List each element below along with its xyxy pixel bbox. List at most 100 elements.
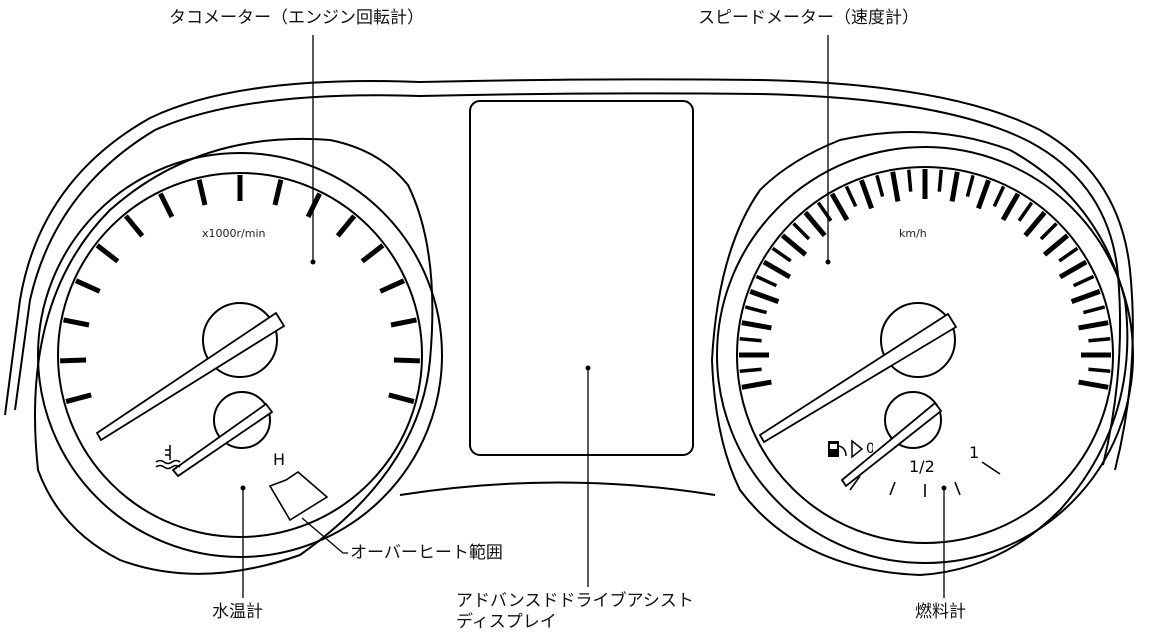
tach-tick-1: [60, 357, 87, 364]
speedo-tick-32: [1058, 259, 1088, 280]
tach-tick-6: [158, 192, 175, 219]
tach-bezel: [37, 152, 443, 558]
tach-tick-7: [196, 179, 208, 206]
fuel-door-side-arrow-icon: [851, 439, 864, 459]
speedo-tick-37: [1088, 337, 1111, 343]
coolant-temperature-icon: [155, 445, 181, 470]
cluster-lower-arch: [399, 481, 716, 496]
speedo-tick-31: [1058, 246, 1079, 263]
speedo-tick-3: [739, 337, 762, 343]
fuel-needle-hub: [884, 391, 942, 449]
speedo-tick-1: [739, 367, 762, 373]
speedo-tick-16: [859, 179, 874, 210]
tach-tick-11: [335, 214, 357, 238]
tach-needle: [95, 311, 286, 442]
cluster-housing-inner: [14, 92, 1122, 466]
speedo-tick-15: [844, 185, 858, 208]
tach-tick-0: [65, 392, 92, 405]
tach-tick-14: [390, 317, 417, 328]
speedo-tick-19: [907, 169, 913, 192]
label-water-temp-gauge: 水温計: [212, 602, 263, 622]
fuel-full-mark: 1: [969, 443, 980, 462]
speed-unit-label: km/h: [899, 227, 927, 240]
label-display-line1: アドバンスドドライブアシスト: [456, 591, 694, 611]
dot-water-temp: [240, 485, 246, 491]
speedo-tick-marks: [739, 169, 1111, 390]
advanced-drive-assist-display-frame: [469, 100, 694, 456]
fuel-empty-mark-partial: 0: [866, 441, 873, 457]
speedo-tick-7: [755, 274, 778, 288]
speedo-tick-13: [816, 201, 833, 222]
speedo-tick-4: [741, 320, 772, 331]
speedo-bezel: [716, 146, 1134, 564]
temp-hot-mark: H: [273, 450, 286, 469]
speedo-tick-21: [937, 169, 943, 192]
speedo-tick-0: [741, 379, 772, 390]
label-fuel-gauge: 燃料計: [915, 602, 966, 622]
speedo-tick-40: [1078, 379, 1109, 390]
speedo-tick-11: [792, 222, 811, 241]
fuel-needle: [840, 401, 943, 488]
speedo-tick-36: [1078, 320, 1109, 331]
dot-display: [585, 365, 591, 371]
speedo-bezel-outer: [710, 131, 1129, 577]
speedo-tick-8: [762, 259, 792, 280]
label-overheat-range: オーバーヒート範囲: [350, 543, 503, 563]
speedo-tick-5: [744, 305, 768, 315]
speedo-tick-27: [1017, 201, 1034, 222]
speedo-tick-25: [992, 185, 1006, 208]
speedo-tick-39: [1088, 367, 1111, 373]
temp-needle: [171, 402, 274, 478]
speedo-tick-24: [976, 179, 991, 210]
temp-needle-hub: [213, 391, 271, 449]
dot-fuel: [941, 485, 947, 491]
tach-tick-12: [360, 243, 385, 264]
speedo-tick-35: [1082, 305, 1106, 315]
tach-tick-15: [393, 357, 420, 364]
tach-needle-hub: [202, 302, 278, 378]
tach-tick-9: [272, 179, 284, 206]
tach-tick-2: [63, 317, 90, 328]
speedo-needle-hub: [880, 302, 956, 378]
fuel-half-mark: 1/2: [909, 457, 935, 476]
speedo-tick-33: [1072, 274, 1095, 288]
dot-tachometer: [310, 259, 316, 265]
speedo-face: [736, 166, 1114, 544]
speedo-tick-30: [1042, 233, 1070, 257]
fuel-scale: [849, 461, 1001, 497]
speedo-tick-23: [965, 174, 975, 198]
speedo-tick-34: [1070, 289, 1101, 304]
leader-lines: [242, 35, 945, 598]
tach-tick-4: [95, 243, 120, 264]
fuel-pump-icon: [828, 441, 847, 457]
speedo-tick-6: [749, 289, 780, 304]
tach-tick-5: [123, 214, 145, 238]
speedo-tick-17: [875, 174, 885, 198]
tach-tick-16: [388, 392, 415, 405]
tach-tick-marks: [60, 175, 420, 405]
speedo-needle: [758, 312, 958, 444]
tach-tick-10: [305, 192, 322, 219]
tach-unit-label: x1000r/min: [202, 227, 266, 240]
label-display-line2: ディスプレイ: [456, 612, 557, 632]
cluster-housing-outer: [4, 78, 1134, 471]
dot-speedometer: [825, 259, 831, 265]
tach-bezel-outer: [34, 137, 434, 575]
speedo-tick-10: [780, 233, 808, 257]
speedo-tick-9: [771, 246, 792, 263]
speedo-tick-26: [1000, 192, 1021, 222]
temp-overheat-zone: [268, 470, 329, 522]
tach-face: [57, 172, 423, 538]
leader-overheat: [301, 517, 348, 554]
speedo-tick-22: [949, 171, 960, 202]
speedo-tick-28: [1023, 210, 1047, 238]
speedo-tick-14: [829, 192, 850, 222]
label-tachometer: タコメーター（エンジン回転計）: [169, 8, 424, 28]
label-speedometer: スピードメーター（速度計）: [698, 8, 919, 28]
tach-tick-3: [74, 278, 101, 294]
tach-tick-13: [379, 278, 406, 294]
speedo-tick-12: [803, 210, 827, 238]
speedo-tick-18: [890, 171, 901, 202]
